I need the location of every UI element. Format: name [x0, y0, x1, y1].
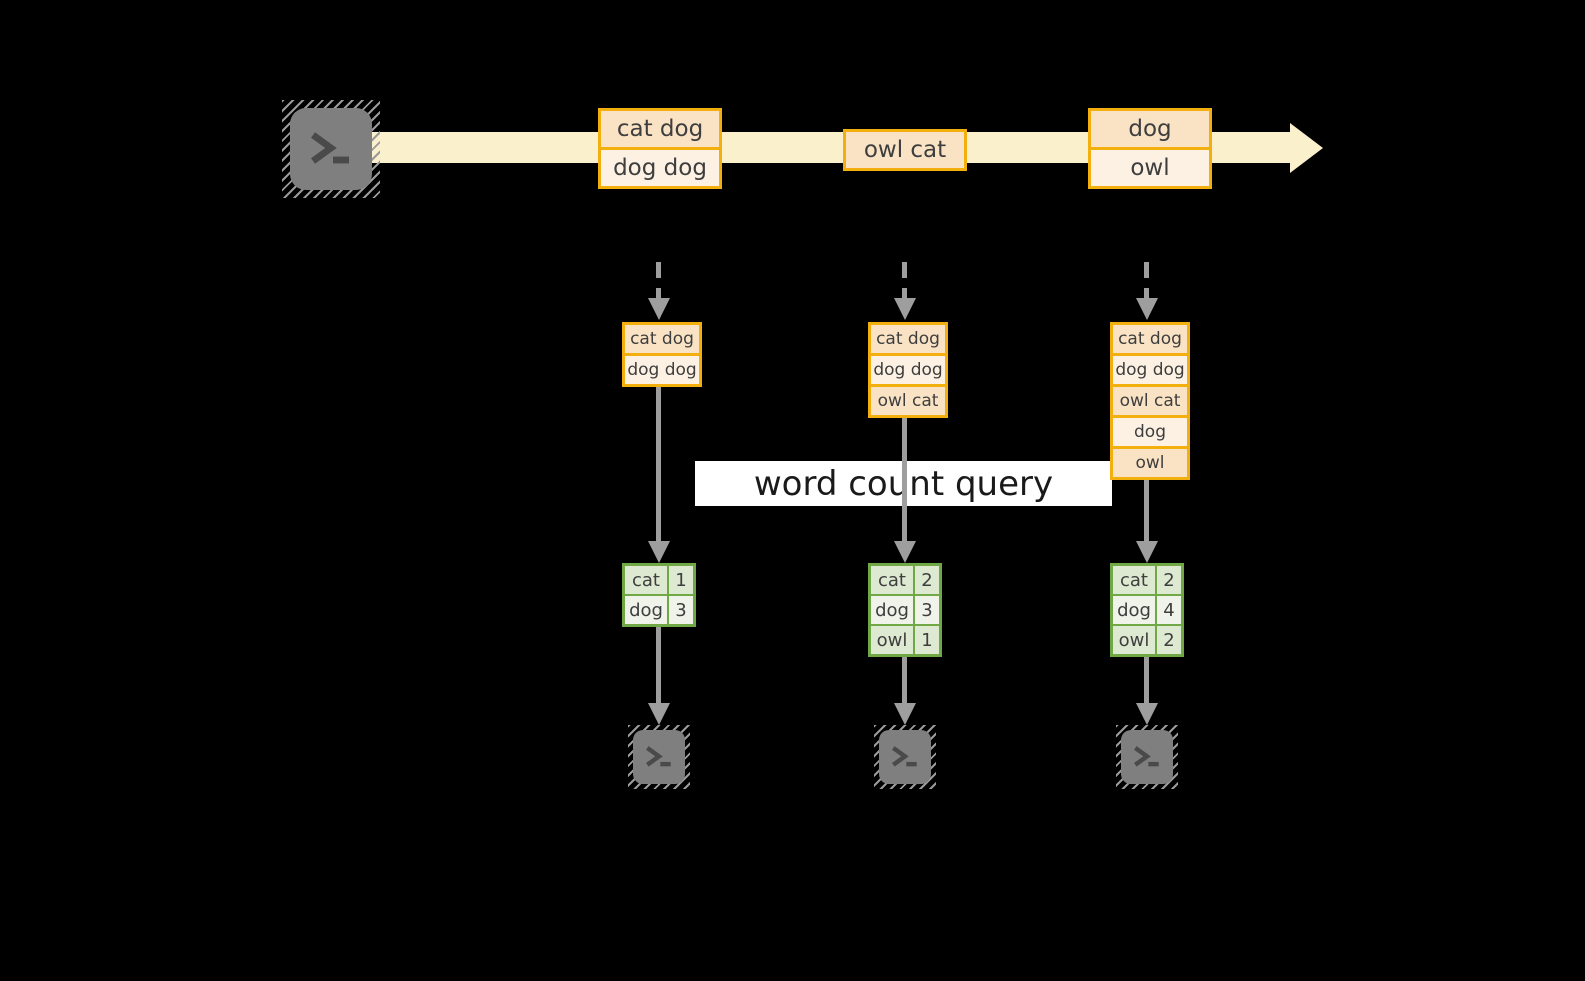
flow-arrow-head: [1136, 703, 1158, 725]
state-row: owl: [1113, 446, 1187, 477]
state-stack-3: cat dog dog dog owl cat dog owl: [1110, 322, 1190, 480]
terminal-body: [879, 730, 931, 784]
flow-line: [902, 418, 907, 541]
count-cell: 2: [1157, 566, 1181, 594]
state-row: cat dog: [625, 325, 699, 353]
state-stack-1: cat dog dog dog: [622, 322, 702, 387]
terminal-prompt-icon: [311, 132, 349, 164]
event-row: owl: [1091, 147, 1209, 186]
word-cell: cat: [1113, 566, 1155, 594]
dashed-arrow-line: [656, 262, 661, 298]
state-row: cat dog: [1113, 325, 1187, 353]
flow-line: [1144, 480, 1149, 541]
word-cell: cat: [625, 566, 667, 594]
word-cell: cat: [871, 566, 913, 594]
stream-arrowhead: [1290, 123, 1323, 173]
word-cell: dog: [871, 596, 913, 624]
state-row: owl cat: [871, 384, 945, 415]
count-cell: 1: [915, 626, 939, 654]
event-row: dog: [1091, 111, 1209, 147]
state-row: cat dog: [871, 325, 945, 353]
terminal-icon: [1116, 725, 1178, 789]
flow-line: [656, 627, 661, 703]
event-box-2: owl cat: [843, 129, 967, 171]
flow-line: [902, 657, 907, 703]
terminal-icon: [282, 100, 380, 198]
terminal-body: [290, 108, 372, 190]
state-row: dog dog: [871, 353, 945, 384]
event-row: dog dog: [601, 147, 719, 186]
event-box-3: dog owl: [1088, 108, 1212, 189]
state-stack-2: cat dog dog dog owl cat: [868, 322, 948, 418]
count-cell: 3: [915, 596, 939, 624]
word-cell: dog: [1113, 596, 1155, 624]
flow-arrow-head: [648, 541, 670, 563]
terminal-icon: [874, 725, 936, 789]
count-cell: 3: [669, 596, 693, 624]
flow-line: [1144, 657, 1149, 703]
event-box-1: cat dog dog dog: [598, 108, 722, 189]
wordcount-table-3: cat 2 dog 4 owl 2: [1110, 563, 1184, 657]
dashed-arrow-head: [648, 298, 670, 320]
dashed-arrow-head: [1136, 298, 1158, 320]
flow-line: [656, 387, 661, 541]
flow-arrow-head: [648, 703, 670, 725]
flow-arrow-head: [894, 541, 916, 563]
terminal-prompt-icon: [1134, 746, 1159, 767]
event-row: owl cat: [846, 132, 964, 168]
state-row: dog: [1113, 415, 1187, 446]
state-row: dog dog: [625, 353, 699, 384]
word-cell: dog: [625, 596, 667, 624]
count-cell: 2: [1157, 626, 1181, 654]
terminal-prompt-icon: [646, 746, 671, 767]
event-row: cat dog: [601, 111, 719, 147]
terminal-body: [1121, 730, 1173, 784]
flow-arrow-head: [894, 703, 916, 725]
word-cell: owl: [871, 626, 913, 654]
count-cell: 1: [669, 566, 693, 594]
dashed-arrow-line: [1144, 262, 1149, 298]
wordcount-table-1: cat 1 dog 3: [622, 563, 696, 627]
terminal-icon: [628, 725, 690, 789]
state-row: owl cat: [1113, 384, 1187, 415]
count-cell: 4: [1157, 596, 1181, 624]
terminal-body: [633, 730, 685, 784]
terminal-prompt-icon: [892, 746, 917, 767]
flow-arrow-head: [1136, 541, 1158, 563]
state-row: dog dog: [1113, 353, 1187, 384]
count-cell: 2: [915, 566, 939, 594]
dashed-arrow-line: [902, 262, 907, 298]
wordcount-table-2: cat 2 dog 3 owl 1: [868, 563, 942, 657]
word-cell: owl: [1113, 626, 1155, 654]
dashed-arrow-head: [894, 298, 916, 320]
